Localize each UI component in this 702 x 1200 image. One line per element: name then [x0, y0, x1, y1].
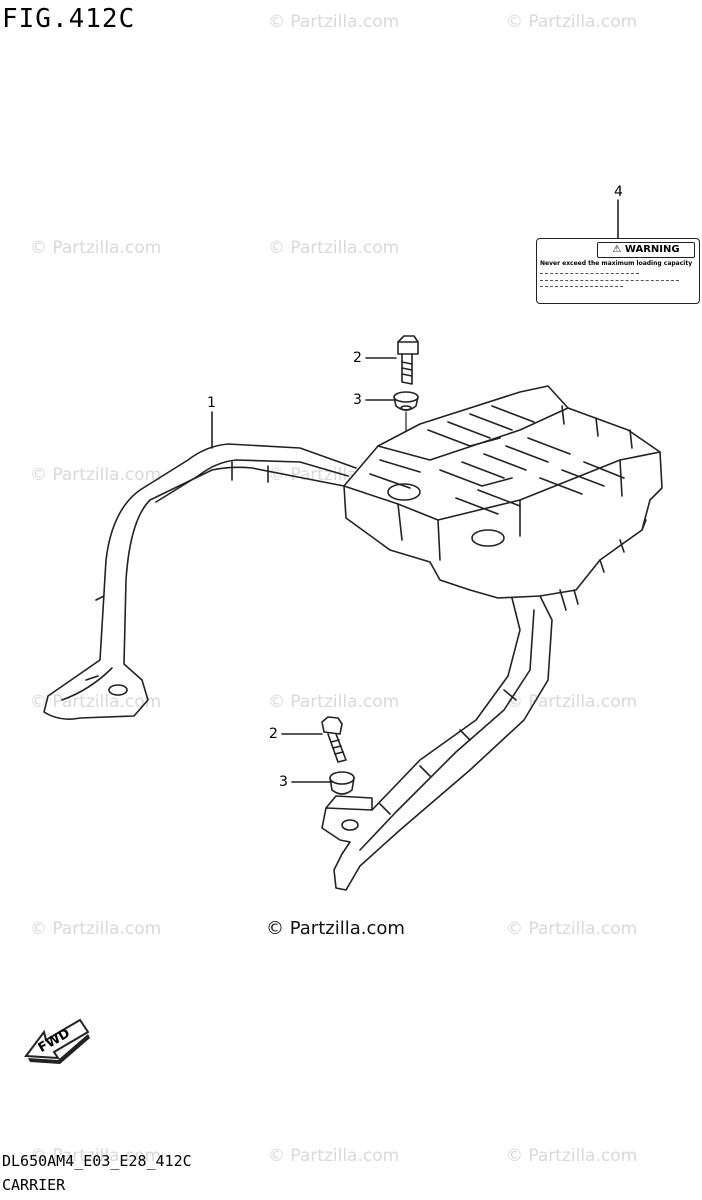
copyright-text: © Partzilla.com — [266, 918, 405, 939]
callout-part-2-lower: 2 — [269, 726, 278, 742]
section-name: CARRIER — [2, 1176, 66, 1194]
carrier-body — [43, 385, 663, 891]
watermark: © Partzilla.com — [506, 12, 638, 32]
watermark: © Partzilla.com — [30, 692, 162, 712]
warning-triangle-icon: ⚠ — [612, 244, 622, 255]
label-dashed-line — [540, 280, 679, 281]
collar-lower — [329, 771, 355, 795]
collar-upper — [393, 391, 419, 411]
callout-part-3-upper: 3 — [353, 392, 362, 408]
label-dashed-line — [540, 273, 639, 274]
watermark: © Partzilla.com — [268, 692, 400, 712]
watermark: © Partzilla.com — [506, 919, 638, 939]
watermark: © Partzilla.com — [30, 1146, 162, 1166]
watermark: © Partzilla.com — [506, 692, 638, 712]
label-dashed-line — [540, 286, 623, 287]
watermark: © Partzilla.com — [268, 1146, 400, 1166]
watermark: © Partzilla.com — [30, 238, 162, 258]
fwd-arrow-icon: FWD — [24, 1018, 90, 1064]
bolt-upper — [397, 335, 419, 385]
watermark: © Partzilla.com — [268, 12, 400, 32]
callout-part-2-upper: 2 — [353, 350, 362, 366]
model-code: DL650AM4_E03_E28_412C — [2, 1152, 192, 1170]
bolt-lower — [321, 716, 347, 763]
watermark: © Partzilla.com — [506, 1146, 638, 1166]
warning-text: Never exceed the maximum loading capacit… — [540, 260, 693, 267]
watermark: © Partzilla.com — [30, 465, 162, 485]
figure-title: FIG.412C — [2, 4, 136, 34]
warning-label: ⚠ WARNING Never exceed the maximum loadi… — [536, 238, 700, 304]
callout-part-1: 1 — [207, 395, 216, 411]
callout-part-3-lower: 3 — [279, 774, 288, 790]
watermark: © Partzilla.com — [30, 919, 162, 939]
callout-part-4: 4 — [614, 184, 623, 200]
warning-heading: ⚠ WARNING — [597, 242, 695, 258]
watermark: © Partzilla.com — [268, 238, 400, 258]
